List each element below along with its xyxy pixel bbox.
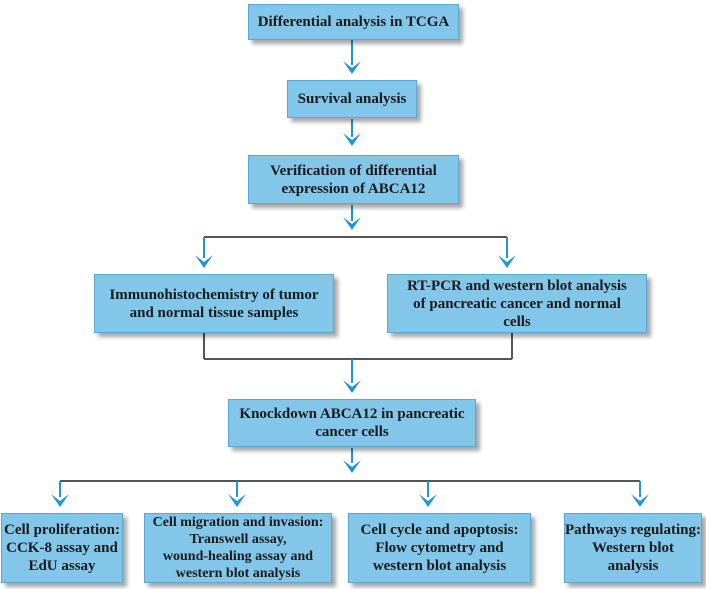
step-label: Verification of differential expression … xyxy=(270,162,437,197)
arrow-knockdown-to-split xyxy=(343,448,361,473)
step-cell-proliferation: Cell proliferation: CCK-8 assay and EdU … xyxy=(1,513,123,583)
step-rtpcr-western-blot: RT-PCR and western blot analysis of panc… xyxy=(387,274,647,333)
step-knockdown: Knockdown ABCA12 in pancreatic cancer ce… xyxy=(228,399,476,447)
step-label: Cell cycle and apoptosis: Flow cytometry… xyxy=(360,522,519,574)
merge-connector xyxy=(203,333,513,393)
step-label: RT-PCR and western blot analysis of panc… xyxy=(407,277,627,330)
split-connector xyxy=(195,236,516,268)
arrow-tcga-to-survival xyxy=(343,40,361,74)
step-label: Immunohistochemistry of tumor and normal… xyxy=(109,286,319,321)
step-cell-migration: Cell migration and invasion: Transwell a… xyxy=(144,513,332,583)
step-label: Knockdown ABCA12 in pancreatic cancer ce… xyxy=(239,406,465,440)
step-immunohistochemistry: Immunohistochemistry of tumor and normal… xyxy=(94,274,334,333)
step-label: Differential analysis in TCGA xyxy=(257,14,450,30)
arrow-verification-to-split xyxy=(343,205,361,230)
step-differential-analysis: Differential analysis in TCGA xyxy=(248,4,459,40)
step-pathways: Pathways regulating: Western blot analys… xyxy=(564,513,702,583)
step-survival-analysis: Survival analysis xyxy=(287,80,417,118)
step-label: Cell proliferation: CCK-8 assay and EdU … xyxy=(4,522,120,574)
step-cell-cycle: Cell cycle and apoptosis: Flow cytometry… xyxy=(348,513,531,583)
step-label: Cell migration and invasion: Transwell a… xyxy=(152,515,324,581)
step-label: Pathways regulating: Western blot analys… xyxy=(565,522,701,574)
step-label: Survival analysis xyxy=(297,91,407,107)
arrow-survival-to-verification xyxy=(343,119,361,146)
step-verification: Verification of differential expression … xyxy=(248,155,459,204)
bottom-split-connector xyxy=(51,480,649,507)
